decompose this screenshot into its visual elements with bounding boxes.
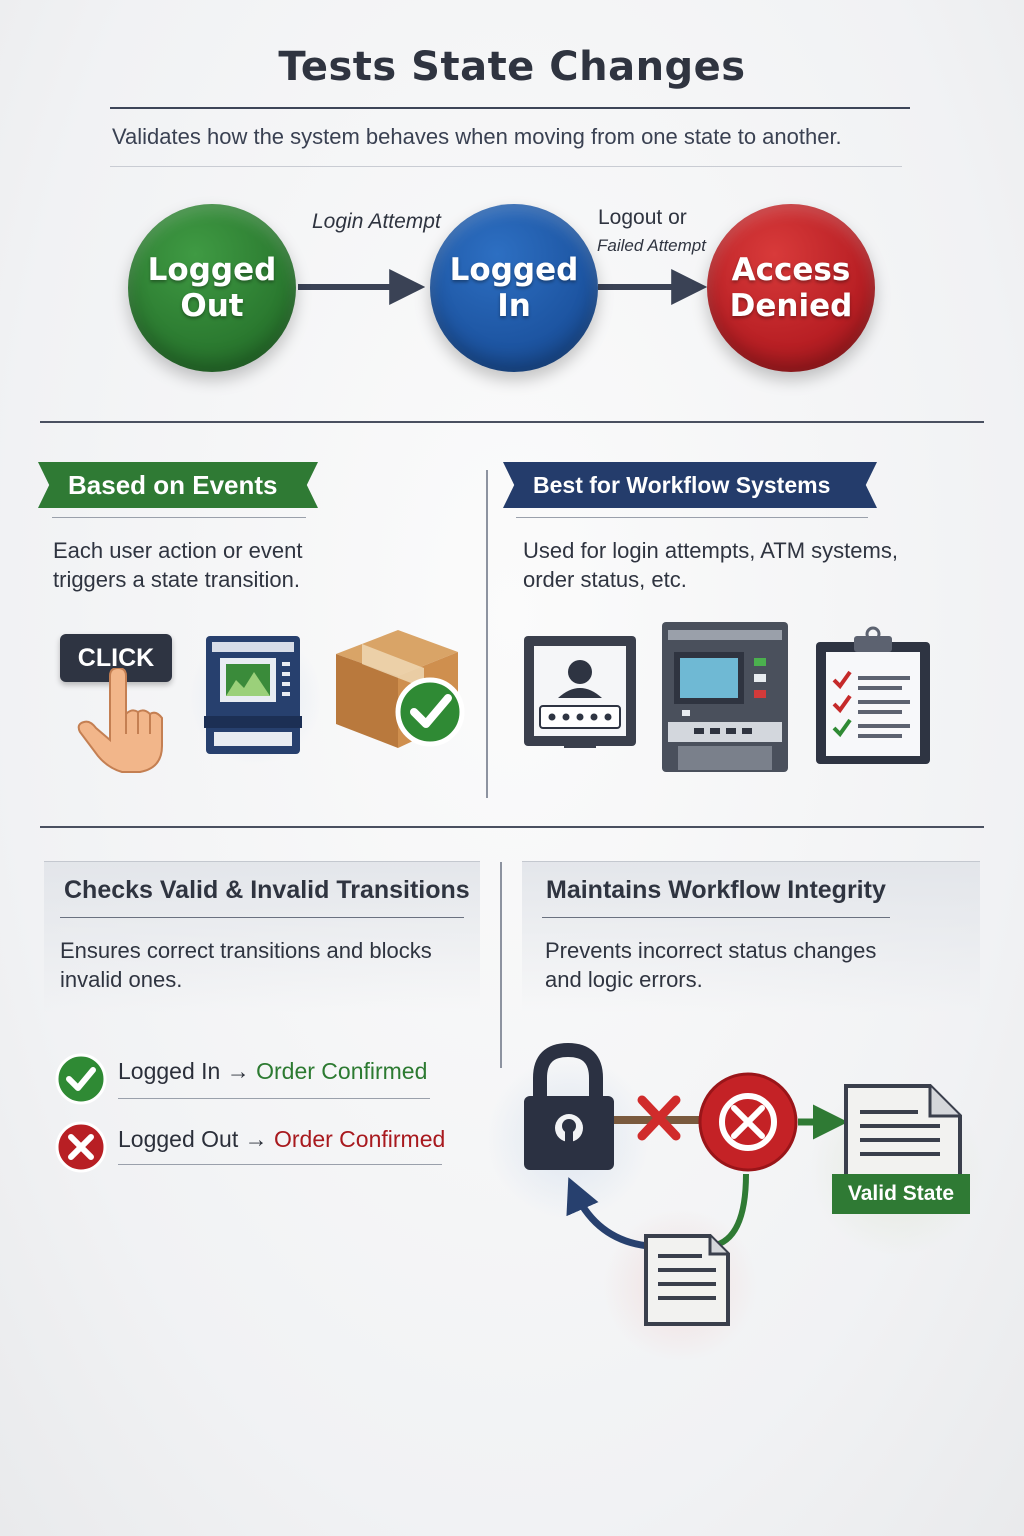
page-title: Tests State Changes [278,44,746,90]
transition-login-label: Login Attempt [312,210,441,233]
valid-state-badge: Valid State [832,1174,970,1214]
title-divider [110,107,910,109]
valid-check-icon [55,1053,107,1105]
valid-arrow: → [226,1058,250,1084]
document-icon [644,1234,730,1326]
section-divider-2 [40,826,984,828]
valid-transition-row: Logged In → Order Confirmed [118,1058,427,1085]
valid-to-state: Order Confirmed [256,1058,428,1084]
invalid-arrow: → [244,1126,268,1152]
state-access-denied-label: Access Denied [729,252,853,324]
integrity-underline [542,917,890,918]
blocked-state-icon [698,1072,798,1172]
invalid-from-state: Logged Out [118,1126,239,1152]
state-logged-out-label: Logged Out [147,252,277,324]
state-logged-in-label: Logged In [449,252,579,324]
state-logged-out: Logged Out [128,204,296,372]
click-label: CLICK [77,643,155,672]
state-logged-in: Logged In [430,204,598,372]
blocked-x-icon [637,1095,681,1141]
transitions-heading: Checks Valid & Invalid Transitions [64,876,470,904]
page-subtitle: Validates how the system behaves when mo… [112,124,842,149]
events-banner: Based on Events [38,462,318,508]
workflow-banner: Best for Workflow Systems [503,462,877,508]
invalid-to-state: Order Confirmed [274,1126,446,1152]
package-check-icon [336,630,465,748]
atm-icon [204,636,302,754]
state-access-denied: Access Denied [707,204,875,372]
events-heading: Based on Events [68,469,278,500]
invalid-x-icon [55,1121,107,1173]
valid-state-label: Valid State [847,1182,955,1205]
valid-document-icon [844,1084,962,1192]
lock-icon [524,1042,614,1170]
integrity-illustration [524,1042,962,1326]
workflow-text: Used for login attempts, ATM systems, or… [523,538,898,592]
atm-machine-icon [662,622,788,772]
transition-failed-label: Failed Attempt [597,236,706,255]
state-arrows [298,269,708,305]
click-hand-icon [77,668,163,773]
section-divider-1 [40,421,984,423]
transitions-underline [60,917,464,918]
transitions-text: Ensures correct transitions and blocks i… [60,938,432,992]
transition-logout-label: Logout or [598,206,687,229]
workflow-heading: Best for Workflow Systems [533,471,831,498]
events-text: Each user action or event triggers a sta… [53,538,303,592]
vertical-divider-1 [486,470,488,798]
checklist-clipboard-icon [816,626,930,764]
integrity-heading: Maintains Workflow Integrity [546,876,886,904]
workflow-underline [516,517,868,518]
subtitle-divider [110,166,902,167]
valid-from-state: Logged In [118,1058,221,1084]
vertical-divider-2 [500,862,502,1068]
login-screen-icon [524,636,636,748]
integrity-text: Prevents incorrect status changes and lo… [545,938,877,992]
invalid-transition-row: Logged Out → Order Confirmed [118,1126,445,1153]
events-underline [52,517,306,518]
